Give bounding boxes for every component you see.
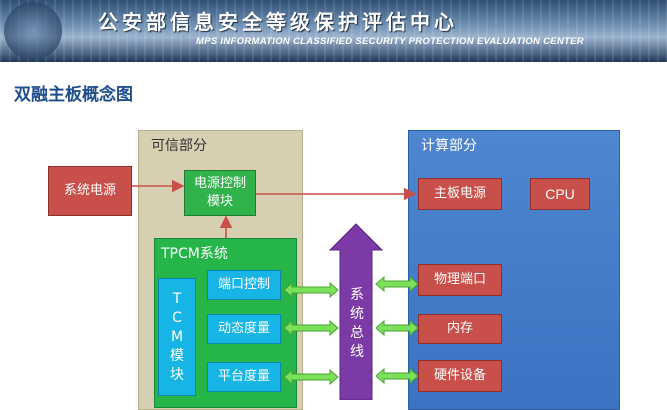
arrow-platform-measure-bus [283,368,339,386]
system-bus-arrow [328,223,384,400]
banner-title-en: MPS INFORMATION CLASSIFIED SECURITY PROT… [196,36,584,47]
page-title: 双融主板概念图 [14,85,133,104]
dynamic-measure-box: 动态度量 [207,314,281,344]
arrow-bus-hardware [375,367,419,385]
cpu-box: CPU [530,178,590,210]
arrow-dynamic-measure-bus [283,319,339,337]
platform-measure-box: 平台度量 [207,362,281,392]
arrow-bus-physical-port [375,275,419,293]
system-bus-label: 系统总线 [350,287,364,360]
system-power-box: 系统电源 [48,166,132,216]
emblem-icon [4,2,62,60]
board-power-box: 主板电源 [418,178,502,210]
physical-port-box: 物理端口 [418,264,502,296]
header-banner: 公安部信息安全等级保护评估中心 MPS INFORMATION CLASSIFI… [0,0,667,62]
tpcm-label: TPCM系统 [161,246,228,262]
tcm-module-box: TCM模块 [158,278,196,396]
power-control-box: 电源控制模块 [184,170,256,216]
trusted-panel-label: 可信部分 [151,138,207,154]
compute-panel-label: 计算部分 [421,138,477,154]
memory-box: 内存 [418,314,502,344]
hardware-device-box: 硬件设备 [418,360,502,392]
arrow-port-control-bus [283,281,339,299]
banner-title-cn: 公安部信息安全等级保护评估中心 [98,10,458,34]
banner-pattern [0,0,667,62]
port-control-box: 端口控制 [207,270,281,300]
arrow-bus-memory [375,319,419,337]
